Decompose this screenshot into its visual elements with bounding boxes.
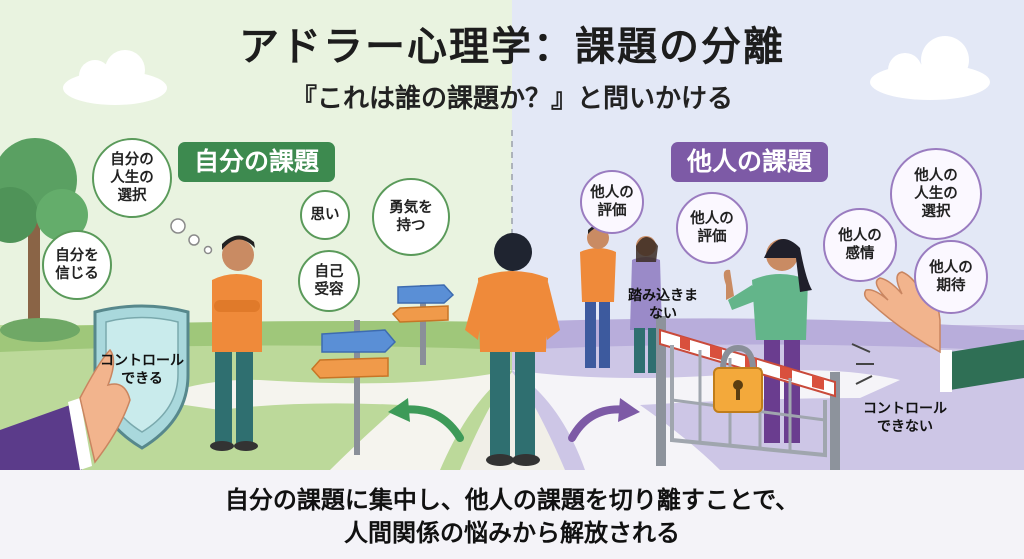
left-arrow-head — [388, 398, 410, 422]
other-woman — [630, 236, 662, 373]
stop-hand-icon — [851, 271, 1024, 392]
bubble-believe-self: 自分を 信じる — [42, 230, 112, 300]
thought-dot — [188, 234, 200, 246]
thought-dot — [203, 245, 213, 255]
bubble-other-emotions: 他人の 感情 — [823, 208, 897, 282]
left-man — [210, 235, 262, 451]
self-task-tag: 自分の課題 — [178, 142, 336, 182]
footer-band — [0, 470, 1024, 559]
bubble-other-life-choice: 他人の 人生の 選択 — [890, 148, 982, 240]
right-arrow-head — [618, 398, 640, 422]
tree-icon — [0, 138, 88, 330]
bubble-other-expectations: 他人の 期待 — [914, 240, 988, 314]
center-man — [465, 233, 560, 466]
page-title: アドラー心理学：課題の分離 — [239, 24, 785, 70]
cloud-icon — [870, 36, 990, 100]
footer-line-2: 人間関係の悩みから解放される — [344, 519, 680, 548]
thought-dot — [170, 218, 186, 234]
page-subtitle: 『これは誰の課題か？』と問いかける — [290, 84, 733, 114]
footer-message: 自分の課題に集中し、他人の課題を切り離すことで、 人間関係の悩みから解放される — [0, 484, 1024, 550]
barrier-label: 踏み込きま ない — [628, 288, 698, 323]
bubble-self-life-choice: 自分の 人生の 選択 — [92, 138, 172, 218]
bubble-other-evaluation-2: 他人の 評価 — [676, 192, 748, 264]
signpost-icon — [310, 284, 455, 455]
right-path — [512, 370, 900, 470]
footer-line-1: 自分の課題に集中し、他人の課題を切り離すことで、 — [224, 486, 800, 514]
bush — [0, 318, 80, 342]
padlock-icon — [713, 344, 763, 413]
shield-label: コントロール できる — [100, 353, 184, 388]
bubble-have-courage: 勇気を 持つ — [372, 178, 450, 256]
bubble-thoughts: 思い — [300, 190, 350, 240]
cannot-control-label: コントロール できない — [863, 401, 947, 436]
center-path — [460, 372, 565, 470]
bubble-self-acceptance: 自己 受容 — [298, 250, 360, 312]
other-task-tag: 他人の課題 — [671, 142, 829, 182]
bubble-other-evaluation: 他人の 評価 — [580, 170, 644, 234]
cloud-icon — [63, 50, 167, 105]
